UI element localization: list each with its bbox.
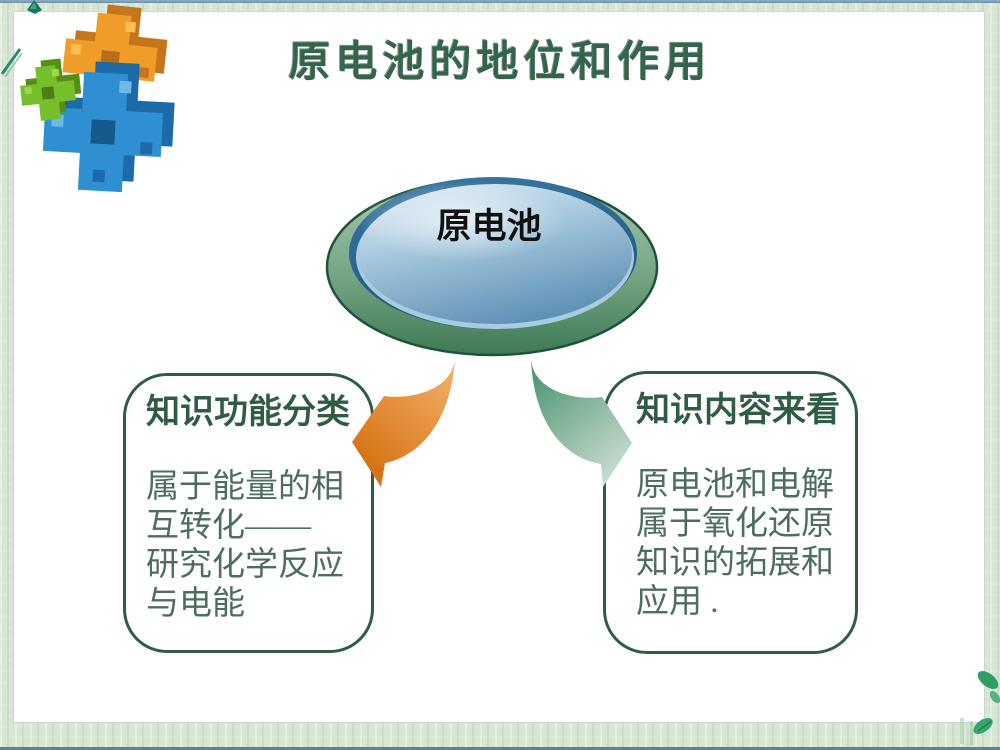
bottomright-leaf-decoration-icon bbox=[960, 671, 1000, 745]
logo-green-piece bbox=[20, 58, 82, 121]
frame-top-accent-line bbox=[0, 0, 1000, 3]
left-box-heading: 知识功能分类 bbox=[146, 394, 350, 431]
puzzle-cubes-logo-icon bbox=[20, 4, 175, 193]
left-box-line: 互转化—— bbox=[146, 508, 311, 545]
right-box-line: 知识的拓展和 bbox=[636, 545, 834, 582]
left-box-line: 研究化学反应 bbox=[146, 547, 344, 584]
right-box-line: 应用 . bbox=[636, 584, 719, 621]
right-box-heading: 知识内容来看 bbox=[636, 392, 840, 429]
left-box-line: 与电能 bbox=[146, 586, 245, 623]
right-box-line: 原电池和电解 bbox=[636, 467, 834, 504]
left-box-line: 属于能量的相 bbox=[146, 469, 344, 506]
right-box-body: 原电池和电解 属于氧化还原 知识的拓展和 应用 . bbox=[636, 466, 839, 622]
left-info-box: 知识功能分类 属于能量的相 互转化—— 研究化学反应 与电能 bbox=[123, 373, 374, 653]
logo-blue-piece bbox=[42, 61, 175, 193]
right-box-line: 属于氧化还原 bbox=[636, 506, 834, 543]
page-title: 原电池的地位和作用 bbox=[288, 40, 712, 86]
left-box-body: 属于能量的相 互转化—— 研究化学反应 与电能 bbox=[146, 468, 355, 624]
frame-bottom-accent-line bbox=[0, 747, 1000, 750]
topleft-sprig-decoration-icon bbox=[0, 0, 42, 78]
right-info-box: 知识内容来看 原电池和电解 属于氧化还原 知识的拓展和 应用 . bbox=[603, 371, 858, 654]
